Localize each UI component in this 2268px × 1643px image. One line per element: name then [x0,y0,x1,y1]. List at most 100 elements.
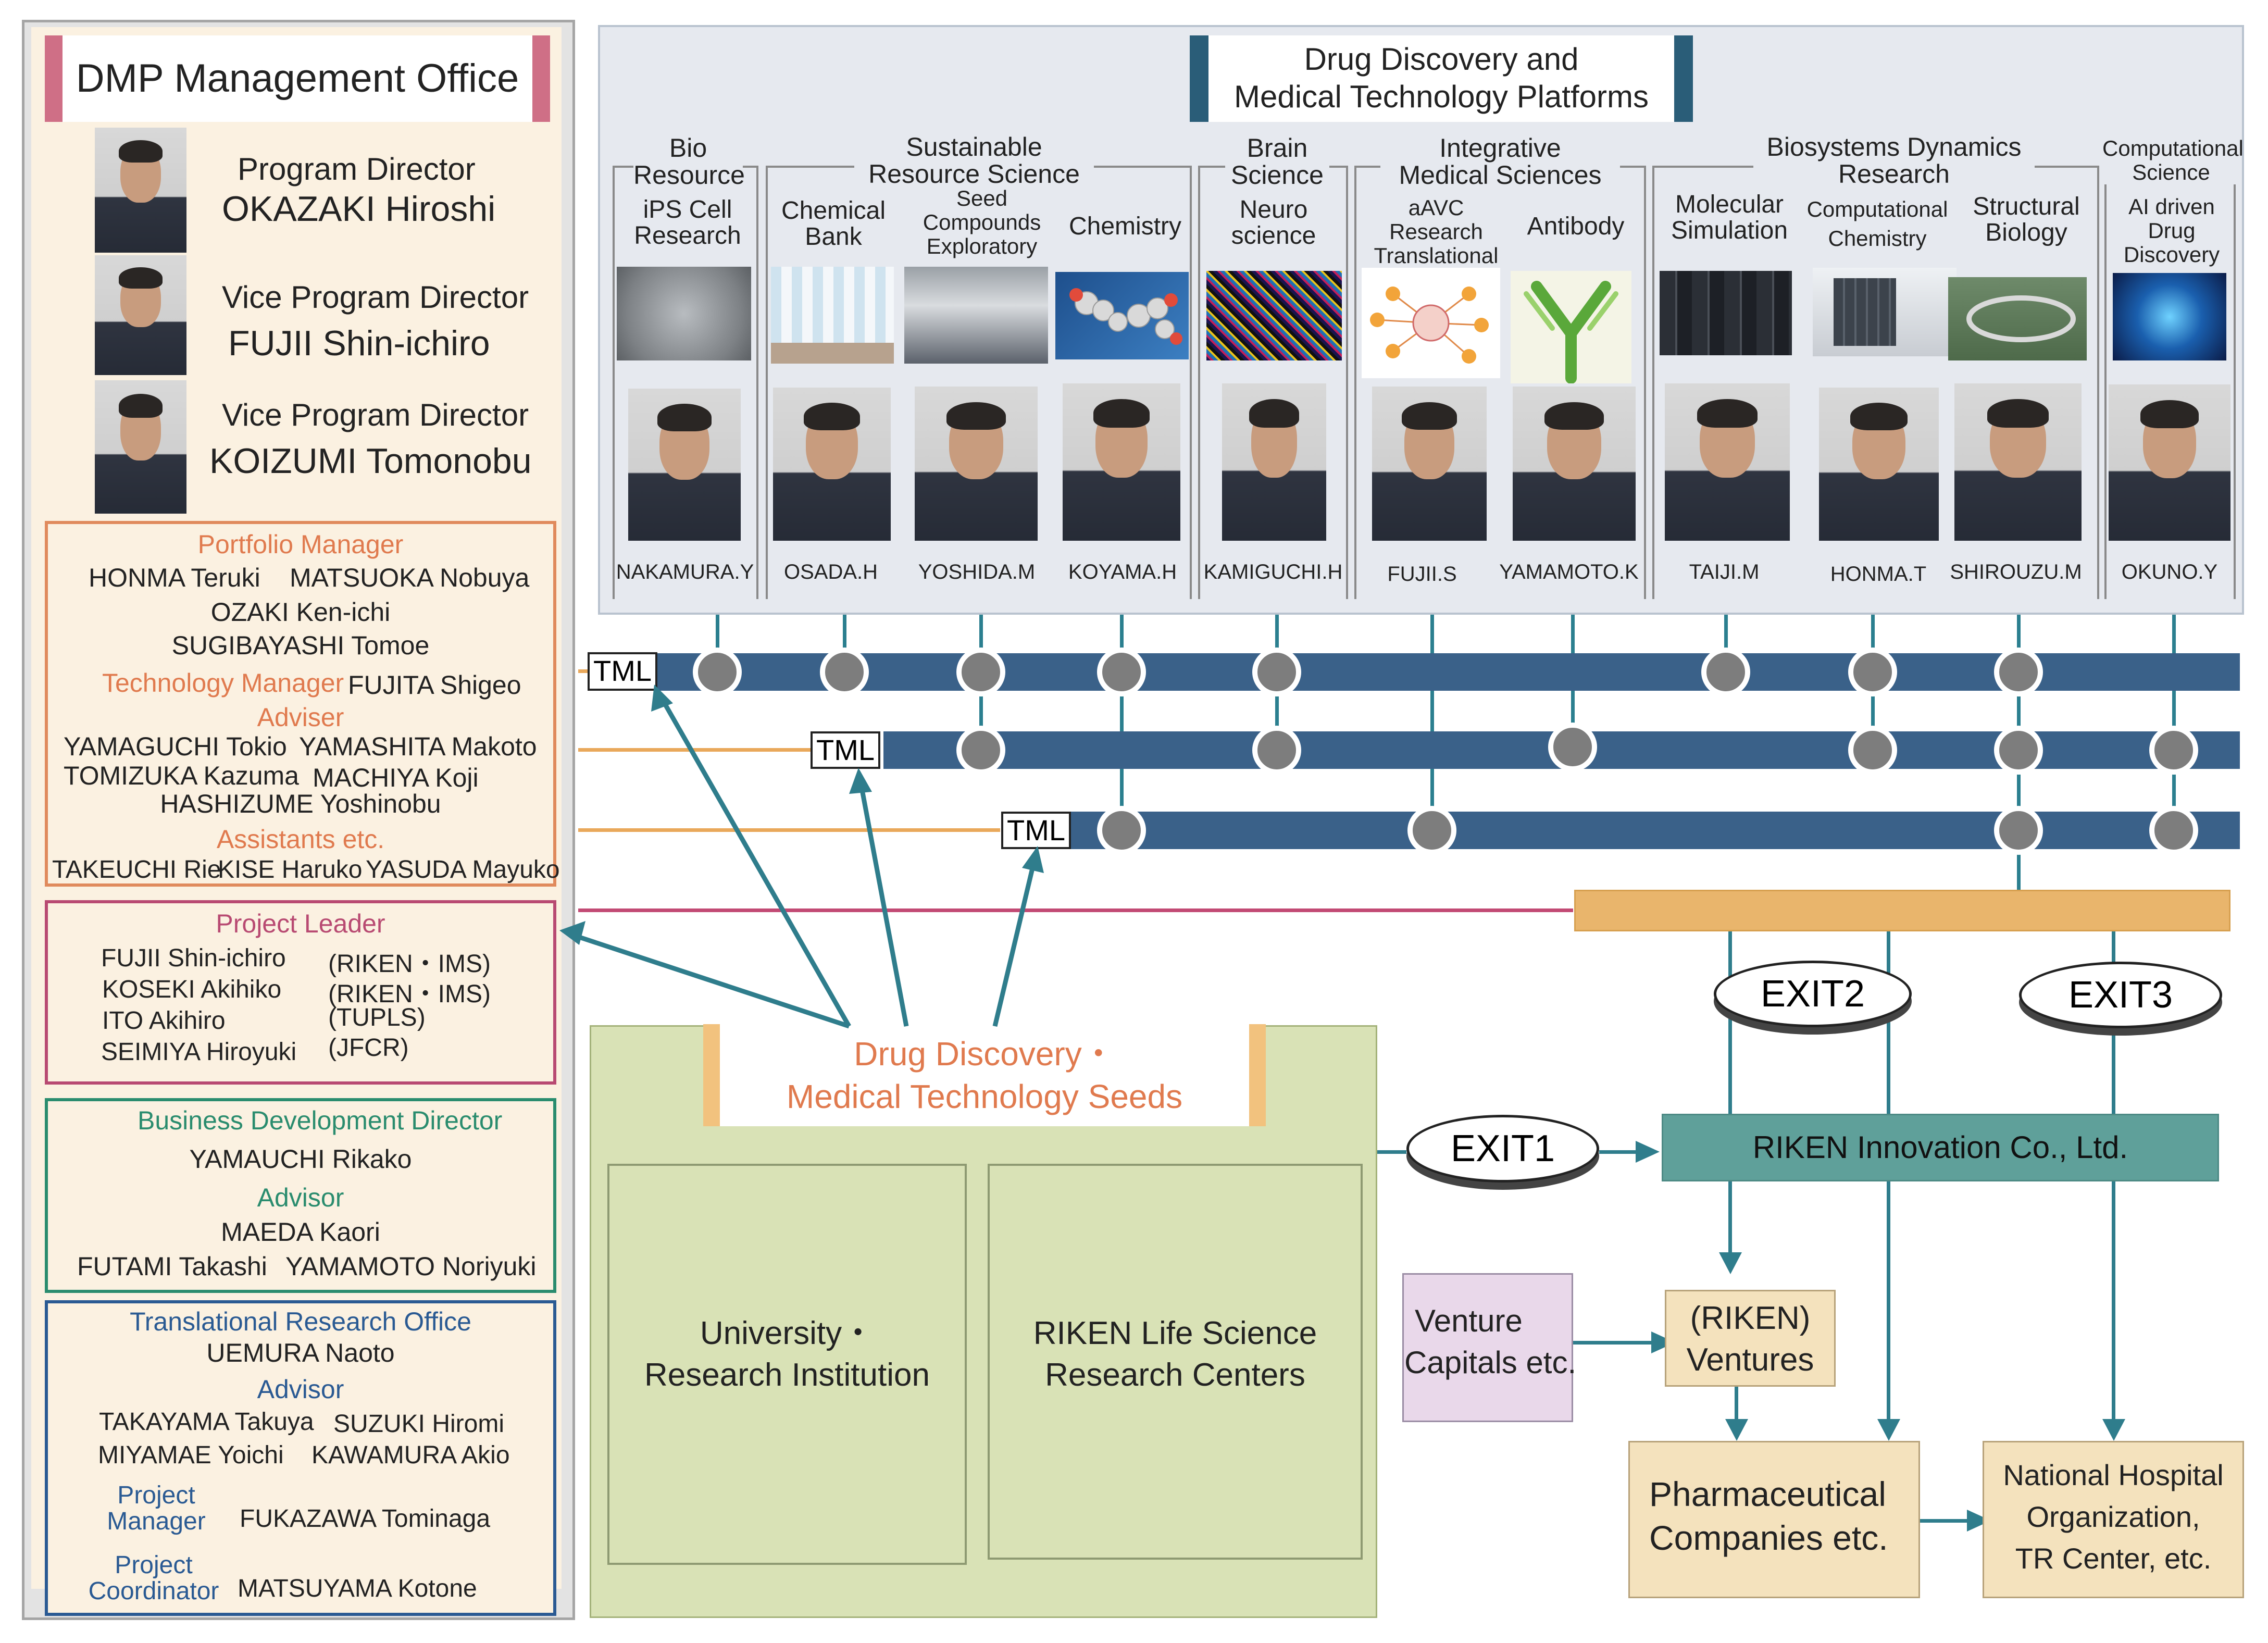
track-node [1848,726,1897,775]
ai-drug-discovery-image [2113,273,2226,360]
adviser-name: HASHIZUME Yoshinobu [160,789,441,818]
adviser-name: TOMIZUKA Kazuma [64,761,299,790]
pi-photo-yoshida [915,387,1038,541]
pi-name: KAMIGUCHI.H [1203,561,1343,583]
adviser-heading: Adviser [257,703,344,732]
project-leader-org: (RIKEN・IMS) [328,980,491,1008]
business-advisor-name: YAMAMOTO Noriyuki [285,1252,537,1281]
vice-director-1-name: FUJII Shin-ichiro [228,323,490,363]
track-node [1252,726,1301,775]
aavc-diagram-image [1362,268,1500,378]
track-feed-line [578,669,594,673]
track-node [1848,648,1897,696]
track-node [1994,806,2043,855]
seeds-title-line2: Medical Technology Seeds [786,1078,1183,1115]
project-leader-name: ITO Akihiro [102,1007,226,1035]
director-name: OKAZAKI Hiroshi [222,189,496,229]
arrow-head-icon [1651,1331,1675,1353]
track-node [693,648,742,696]
pi-name: NAKAMURA.Y [616,561,754,583]
molecular-simulation-image [1660,271,1792,355]
riken-life-science-box [988,1164,1363,1560]
assistant-name: KISE Haruko [218,856,363,883]
track-node [1994,648,2043,696]
track-node [2149,726,2198,775]
computational-chemistry-image [1813,268,1957,356]
pi-photo-shirouzu [1954,383,2082,541]
ventures-to-pharma-line [1735,1387,1738,1428]
track-node [1994,726,2043,775]
pharma-box [1628,1441,1920,1598]
pi-photo-fujii [1372,387,1487,541]
neuroscience-image [1206,271,1342,360]
vice-director-2-role: Vice Program Director [222,397,529,432]
capitals-to-ventures-line [1573,1341,1656,1345]
chemistry-image [1055,272,1189,359]
exit2-line [1728,931,1732,1244]
structural-biology-image [1948,277,2087,360]
vice-director-photo-1 [95,255,186,375]
seed-arrows [559,684,1044,1029]
pi-photo-kamiguchi [1222,383,1326,541]
university-box [607,1164,967,1565]
pi-photo-honma [1819,388,1939,541]
pi-name: HONMA.T [1830,563,1927,586]
project-leader-name: KOSEKI Akihiko [102,976,282,1003]
technology-manager-name: FUJITA Shigeo [348,670,521,700]
arrow-head-icon [1877,1419,1900,1441]
project-coordinator-name: MATSUYAMA Kotone [238,1575,477,1602]
connector-line [1120,615,1124,830]
seeds-to-exit1-line [1377,1150,1406,1154]
platforms-title-line2: Medical Technology Platforms [1234,79,1649,114]
pi-photo-nakamura [628,389,741,541]
antibody-image [1511,271,1631,383]
business-development-heading: Business Development Director [138,1106,503,1135]
unit-chemistry-label: Chemistry [1068,213,1182,240]
translational-research-box [45,1300,556,1616]
portfolio-name: HONMA Teruki [89,563,260,592]
portfolio-name: MATSUOKA Nobuya [290,563,530,592]
project-leader-org: (RIKEN・IMS) [328,950,491,978]
track-bar-1 [656,653,2240,691]
exit2-label: EXIT2 [1714,961,1912,1027]
ips-cell-image [617,267,751,360]
track-node [956,726,1005,775]
project-manager-name: FUKAZAWA Tominaga [240,1505,491,1533]
connector-line [2172,615,2176,830]
portfolio-name: SUGIBAYASHI Tomoe [171,631,430,660]
venture-capitals-box [1402,1273,1573,1422]
pi-photo-koyama [1063,383,1180,541]
vice-director-2-name: KOIZUMI Tomonobu [209,441,532,481]
assistant-name: YASUDA Mayuko [366,856,560,883]
antibody-icon [1524,281,1618,383]
track-node [1548,723,1597,771]
arrow-head-icon [1636,1141,1660,1163]
connector-line [843,615,846,670]
seeds-title-bar: Drug Discovery・ Medical Technology Seeds [703,1024,1266,1126]
riken-ventures-box: (RIKEN)Ventures [1665,1290,1836,1387]
pi-photo-okuno [2109,384,2230,541]
track-node [820,648,869,696]
pi-name: TAIJI.M [1689,561,1760,583]
unit-antibody-label: Antibody [1527,213,1625,240]
arrow-head-icon [1725,1419,1748,1441]
business-development-name: YAMAUCHI Rikako [189,1144,412,1174]
tml-label-3: TML [1001,812,1071,849]
portfolio-heading: Portfolio Manager [197,530,404,559]
chemical-bank-image [771,267,894,364]
business-advisor-name: FUTAMI Takashi [77,1252,267,1281]
pi-photo-yamamoto [1513,387,1636,541]
pharma-line [1887,931,1890,1432]
track-bar-3 [1071,812,2240,849]
adviser-name: YAMASHITA Makoto [299,732,537,761]
